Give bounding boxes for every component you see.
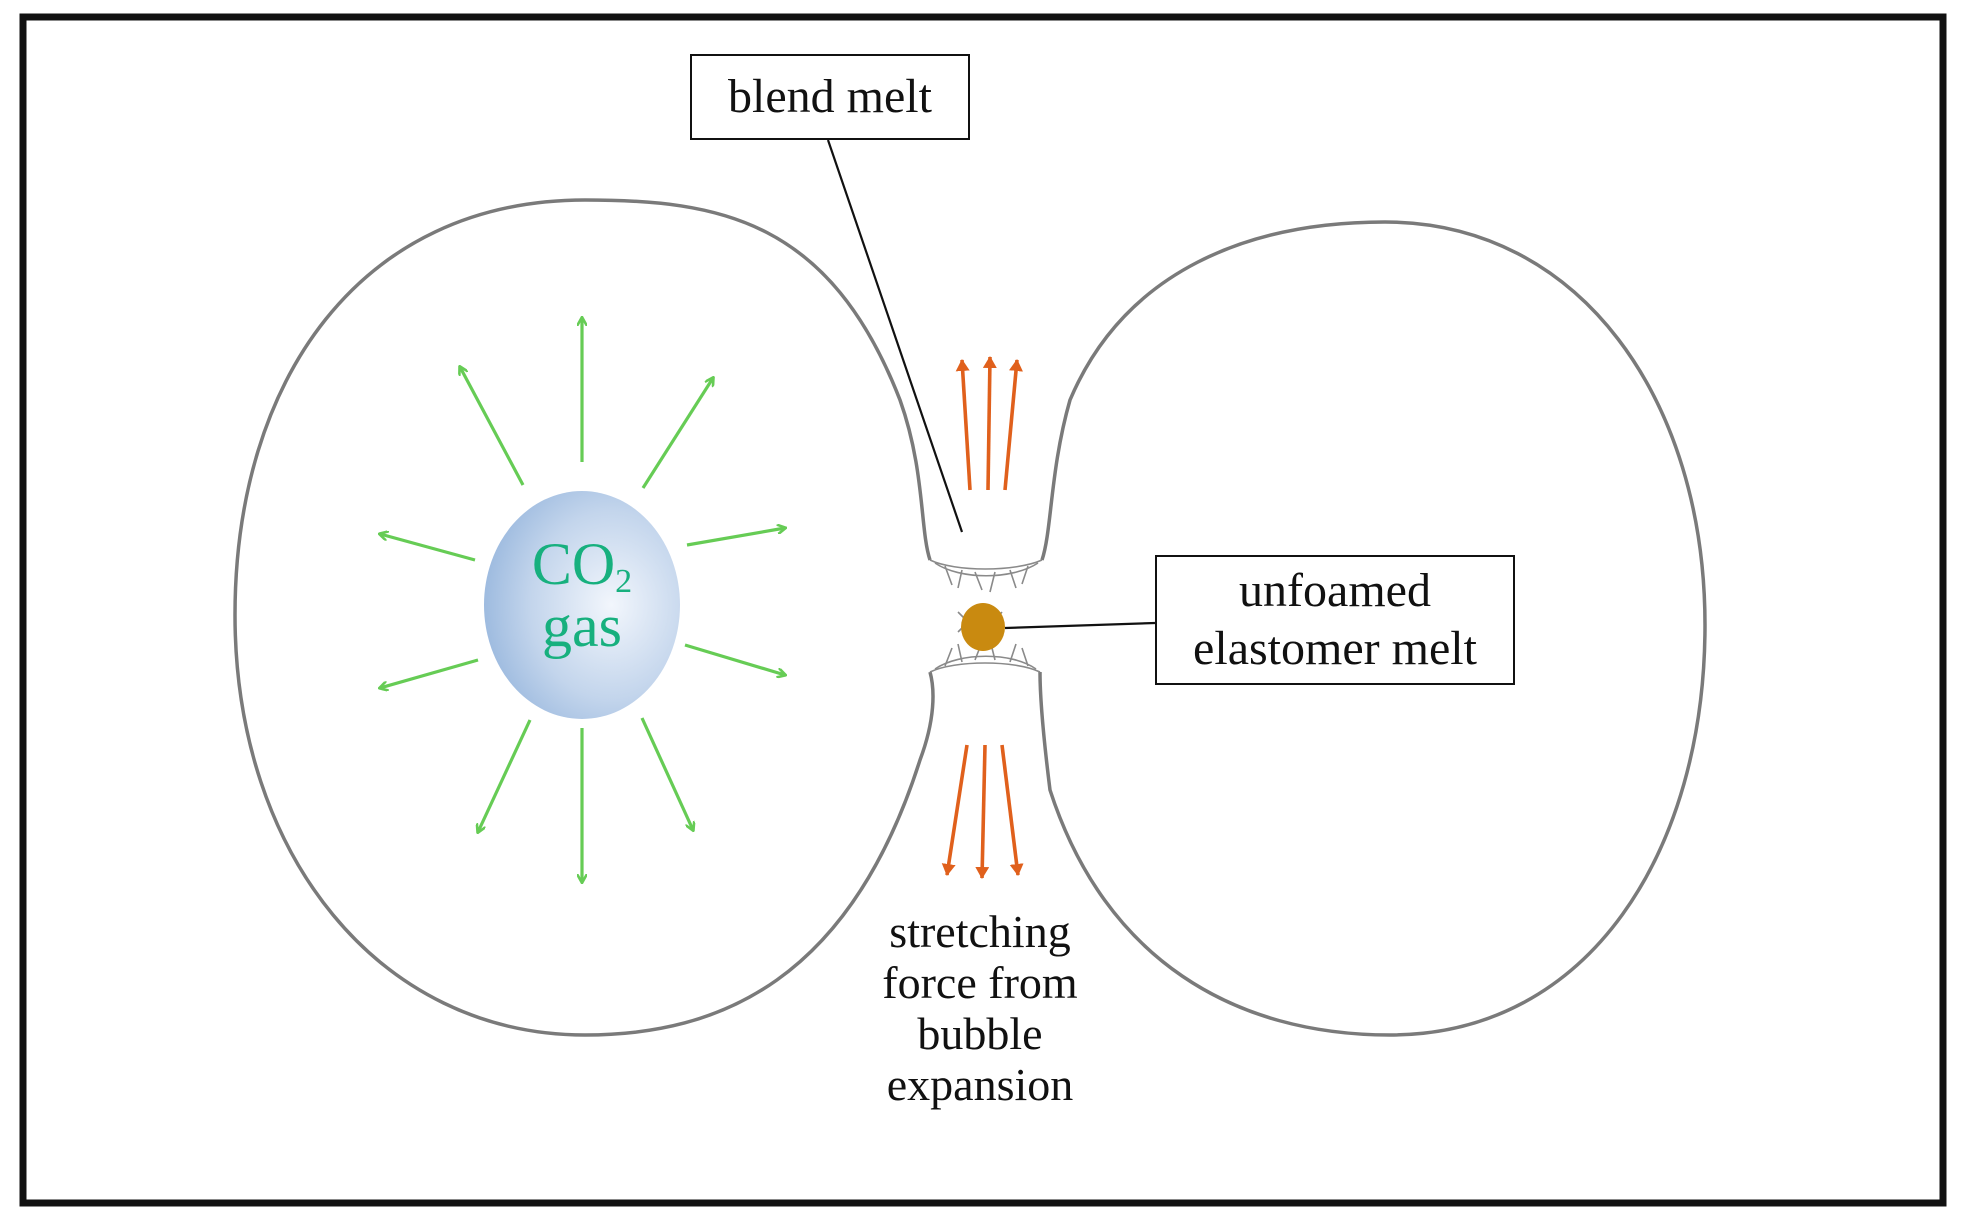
gas-arrow-right-upper xyxy=(686,528,785,547)
gas-formula-subscript: 2 xyxy=(615,563,633,600)
unfoamed-line-2: elastomer melt xyxy=(1193,622,1477,675)
force-caption-line-1: stretching xyxy=(889,906,1071,957)
elastomer-droplet xyxy=(961,603,1005,651)
force-caption-line-2: force from xyxy=(882,957,1078,1008)
stretching-force-arrows-up xyxy=(955,356,1023,491)
gas-arrow-right-lower xyxy=(684,643,785,675)
force-caption-line-4: expansion xyxy=(886,1059,1074,1110)
force-arrow-down-center xyxy=(975,744,990,879)
right-bubble-outline xyxy=(1038,220,1707,1037)
force-caption-line-3: bubble xyxy=(917,1008,1043,1059)
unfoamed-elastomer-callout: unfoamed elastomer melt xyxy=(1155,555,1515,685)
force-arrow-up-right xyxy=(1003,359,1023,491)
gas-word: gas xyxy=(542,593,622,659)
gas-arrow-left-lower xyxy=(380,658,479,688)
gas-arrow-up-right xyxy=(641,378,713,489)
gas-label: CO2 gas xyxy=(482,533,682,657)
force-arrow-down-left xyxy=(941,744,969,876)
gas-arrow-down-left xyxy=(478,719,532,832)
blend-melt-callout: blend melt xyxy=(690,54,970,140)
stretching-force-caption: stretching force from bubble expansion xyxy=(830,906,1130,1110)
gas-formula-base: CO xyxy=(531,531,616,597)
unfoamed-leader xyxy=(1004,621,1156,630)
outer-frame xyxy=(19,13,1947,1207)
gas-core xyxy=(484,491,680,719)
force-arrow-up-center xyxy=(982,356,997,491)
gas-expansion-arrows xyxy=(380,318,785,882)
gas-formula: CO2 xyxy=(482,531,682,599)
unfoamed-line-1: unfoamed xyxy=(1239,564,1431,617)
gas-arrow-up-left xyxy=(460,367,525,486)
blend-melt-text: blend melt xyxy=(728,70,932,123)
gas-arrow-left-upper xyxy=(380,534,476,562)
force-arrow-up-left xyxy=(955,359,972,491)
left-bubble-outline xyxy=(233,198,935,1037)
gas-arrow-down-right xyxy=(640,717,693,830)
force-arrow-down-right xyxy=(1000,744,1024,876)
stretching-force-arrows-down xyxy=(941,744,1024,879)
blend-melt-leader xyxy=(826,139,964,533)
